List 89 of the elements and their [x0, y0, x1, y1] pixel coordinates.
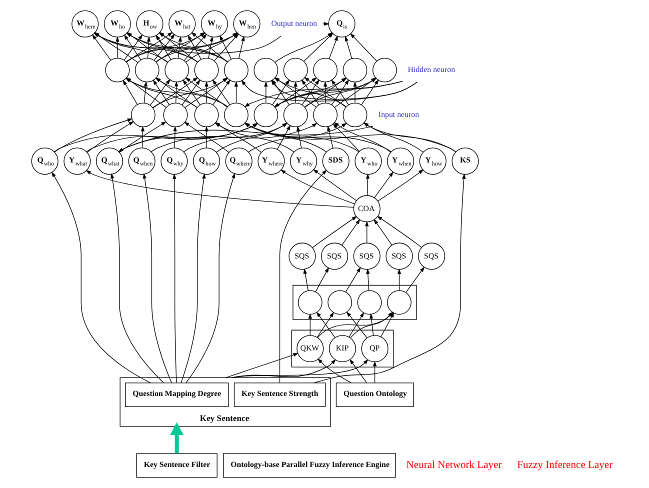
label: Fuzzy Inference Layer	[517, 460, 613, 471]
arrow	[116, 36, 120, 58]
arrow	[296, 126, 302, 148]
arrow	[279, 170, 328, 383]
arrow	[184, 34, 207, 61]
arrow	[231, 359, 368, 378]
arrow	[244, 80, 403, 108]
arrow	[86, 121, 134, 153]
arrow	[366, 173, 370, 196]
node-circle	[130, 102, 156, 128]
arrow	[314, 174, 466, 384]
arrow	[353, 81, 357, 104]
node-circle	[194, 102, 219, 128]
arrow	[110, 173, 164, 383]
arrow	[303, 268, 309, 291]
arrow	[294, 81, 298, 104]
arrow	[86, 170, 354, 208]
node-circle	[372, 58, 397, 82]
arrow	[173, 126, 177, 148]
arrow	[140, 126, 145, 148]
node-circle	[134, 58, 160, 82]
arrow	[231, 359, 336, 378]
arrow	[406, 266, 425, 293]
arrow	[118, 126, 374, 152]
arrow	[172, 174, 177, 383]
arrow	[332, 123, 360, 152]
arrow	[178, 36, 182, 58]
arrow	[312, 216, 358, 248]
arrow	[350, 359, 367, 384]
arrow	[372, 361, 377, 384]
arrow	[220, 35, 232, 60]
arrow	[280, 170, 355, 204]
arrow	[361, 79, 379, 106]
arrow	[397, 268, 402, 291]
arrow	[184, 122, 230, 153]
node-circle	[194, 58, 219, 82]
node-circle	[224, 102, 248, 128]
arrow	[264, 81, 268, 104]
node-circle	[163, 102, 188, 128]
arrow	[186, 172, 236, 384]
arrow	[313, 169, 357, 201]
arrow	[122, 80, 138, 105]
arrow	[374, 172, 394, 198]
arrow	[345, 267, 361, 292]
arrow	[188, 34, 202, 60]
arrow	[374, 218, 392, 246]
arrow	[376, 216, 422, 248]
label: Neural Network Layer	[406, 460, 502, 471]
arrow	[226, 353, 299, 378]
arrow	[170, 422, 184, 454]
node-circle	[387, 290, 412, 315]
arrow	[52, 172, 152, 384]
arrow	[302, 79, 320, 106]
arrow	[119, 121, 166, 153]
arrow	[318, 358, 352, 384]
node-circle	[254, 58, 278, 82]
arrow	[142, 173, 172, 384]
arrow	[54, 118, 133, 152]
arrow	[327, 126, 334, 149]
arrow	[180, 173, 206, 384]
arrow	[344, 36, 352, 59]
arrow	[204, 81, 208, 104]
arrow	[174, 81, 178, 104]
arrow	[238, 36, 245, 59]
arrow	[308, 313, 312, 336]
arrow	[204, 126, 208, 148]
node-circle	[313, 58, 338, 82]
arrow	[146, 36, 151, 58]
arrow	[208, 36, 214, 59]
node-circle	[328, 290, 352, 315]
node-circle	[298, 290, 322, 315]
arrow	[274, 80, 403, 108]
arrow	[366, 268, 370, 291]
node-circle	[224, 58, 248, 82]
arrow	[370, 313, 374, 336]
arrow	[328, 35, 338, 60]
arrow	[378, 169, 424, 202]
arrow	[234, 81, 238, 104]
arrow	[365, 220, 369, 244]
arrow	[144, 81, 148, 104]
arrow	[323, 81, 328, 104]
arrow	[276, 124, 291, 150]
arrow	[350, 33, 377, 62]
node-circle	[357, 290, 382, 315]
arrow	[342, 218, 360, 246]
node-circle	[283, 58, 308, 82]
arrow	[315, 267, 329, 292]
arrow	[92, 34, 112, 60]
node-circle	[164, 58, 190, 82]
